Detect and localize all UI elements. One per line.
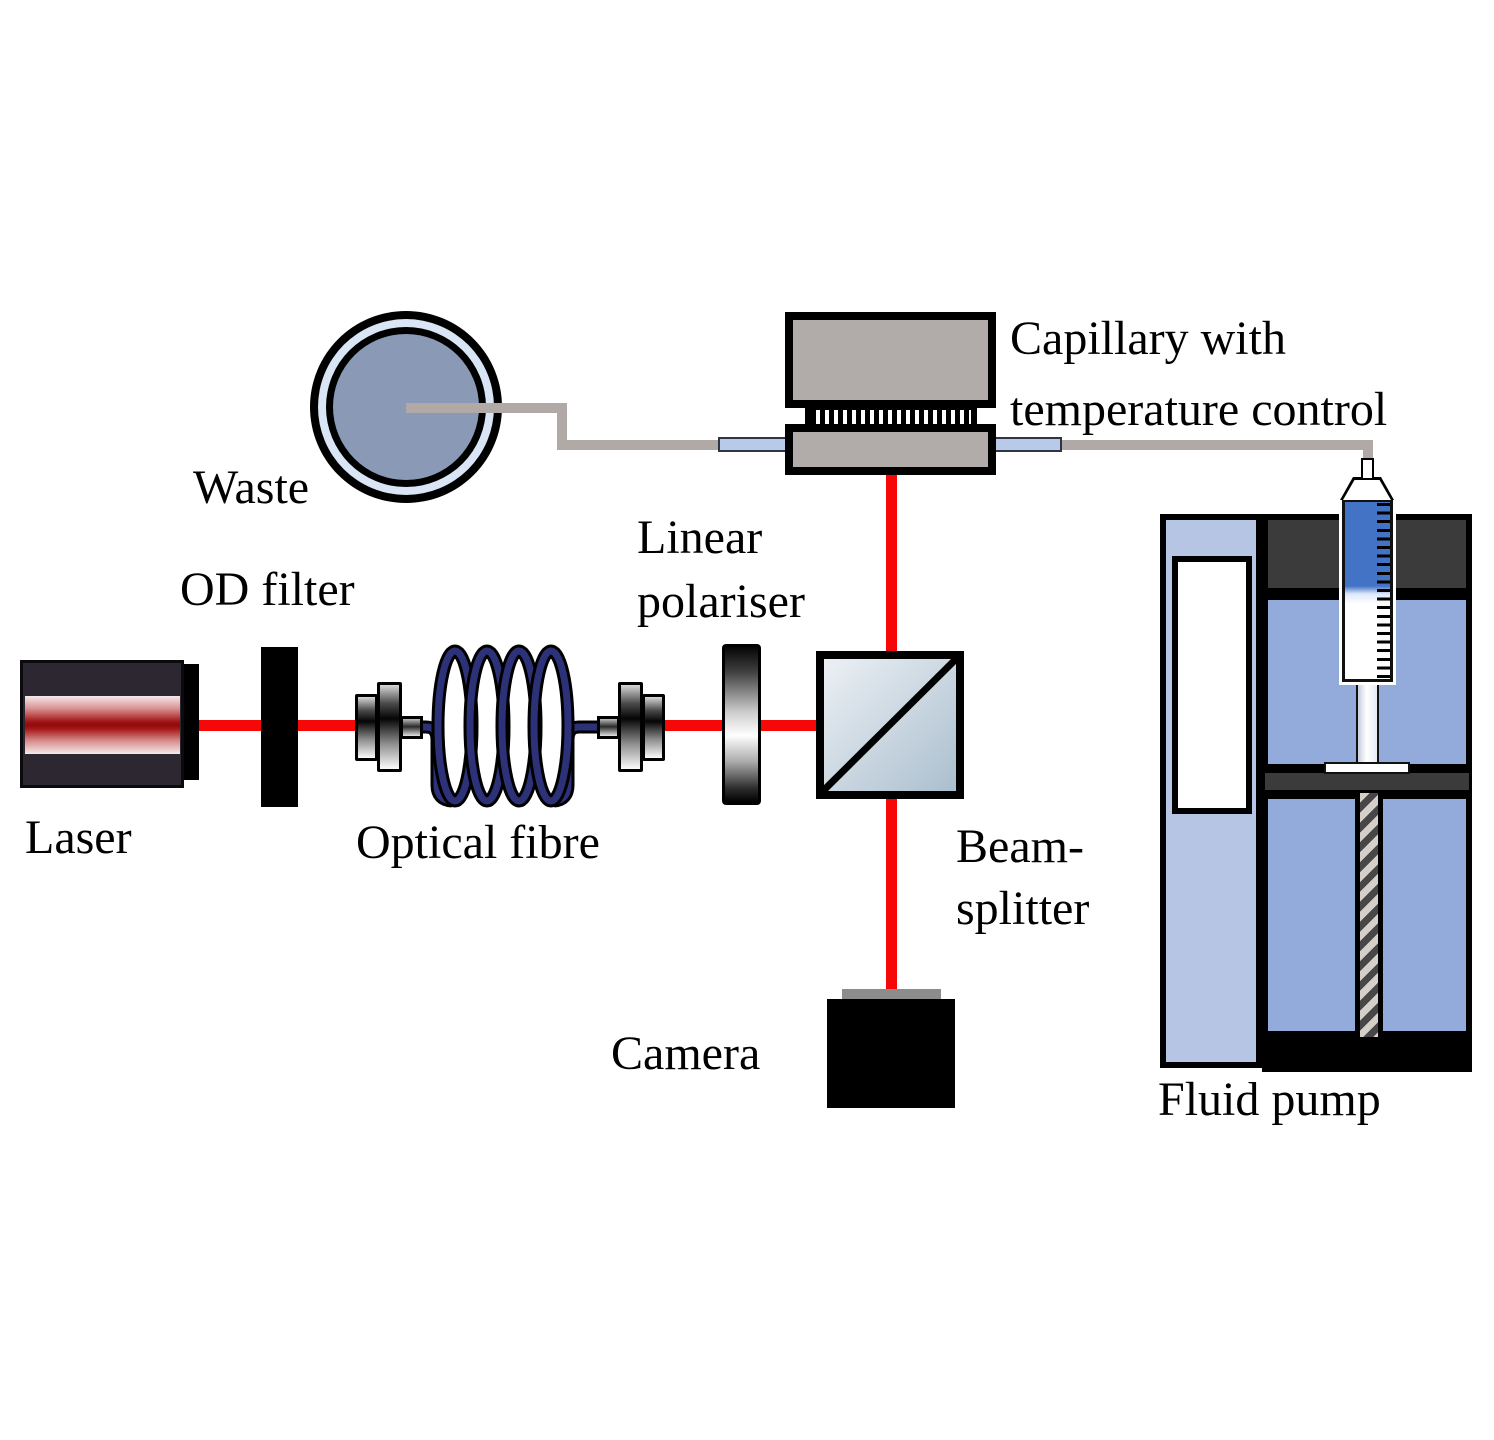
syringe-plunger-rod	[1356, 682, 1379, 764]
beamsplitter-diagonal	[819, 655, 960, 795]
fibre-coupler-right-outer	[642, 694, 665, 761]
beamsplitter-label-line2: splitter	[956, 882, 1090, 935]
beamsplitter-cube	[816, 651, 964, 799]
beamsplitter-label: Beam- splitter	[956, 816, 1089, 940]
camera-mount-strip	[842, 989, 941, 999]
syringe-tip-cone	[1340, 477, 1394, 500]
laser-beam-left-segment	[195, 720, 410, 731]
syringe-luer-neck	[1361, 458, 1374, 480]
laser-beam-right-segment	[612, 720, 824, 731]
tube-capillary-to-waste	[406, 403, 722, 450]
linear-polariser-label: Linear polariser	[637, 506, 805, 634]
tube-capillary-to-syringe	[1058, 440, 1373, 468]
beamsplitter-label-line1: Beam-	[956, 820, 1084, 873]
waste-label: Waste	[193, 461, 310, 514]
fluid-pump-display	[1172, 556, 1252, 814]
laser-label: Laser	[25, 811, 132, 864]
linear-polariser-plate	[722, 644, 761, 805]
linear-polariser-label-line2: polariser	[637, 575, 805, 628]
capillary-label: Capillary with temperature control	[1010, 303, 1387, 445]
fibre-coupler-right-inner	[618, 682, 643, 772]
capillary-heater-top-block	[785, 312, 996, 408]
syringe-tip-cone-fill	[1343, 480, 1391, 500]
fluid-pump-label: Fluid pump	[1158, 1073, 1381, 1126]
od-filter-plate	[261, 647, 298, 807]
capillary-heater-bottom-block	[785, 424, 996, 475]
fibre-coupler-left-inner	[377, 682, 402, 772]
camera-body	[827, 999, 955, 1108]
linear-polariser-label-line1: Linear	[637, 511, 763, 564]
fluid-pump-lead-screw	[1355, 793, 1383, 1037]
laser-aperture	[184, 664, 199, 780]
fibre-coupler-left-stub	[400, 716, 423, 739]
laser-glow-stripe	[25, 696, 180, 754]
capillary-glass-left	[718, 437, 788, 452]
optical-fibre-label: Optical fibre	[356, 816, 600, 869]
camera-label: Camera	[611, 1027, 761, 1080]
capillary-heatsink-fins	[805, 405, 977, 428]
optical-fibre-coil	[398, 644, 602, 808]
od-filter-label: OD filter	[180, 563, 355, 616]
fluid-pump-base	[1262, 1037, 1472, 1072]
capillary-label-line2: temperature control	[1010, 383, 1388, 436]
fibre-coupler-right-stub	[597, 716, 620, 739]
syringe-graduation-ticks	[1377, 503, 1390, 678]
capillary-label-line1: Capillary with	[1010, 312, 1286, 365]
fibre-coupler-left-outer	[355, 694, 378, 761]
